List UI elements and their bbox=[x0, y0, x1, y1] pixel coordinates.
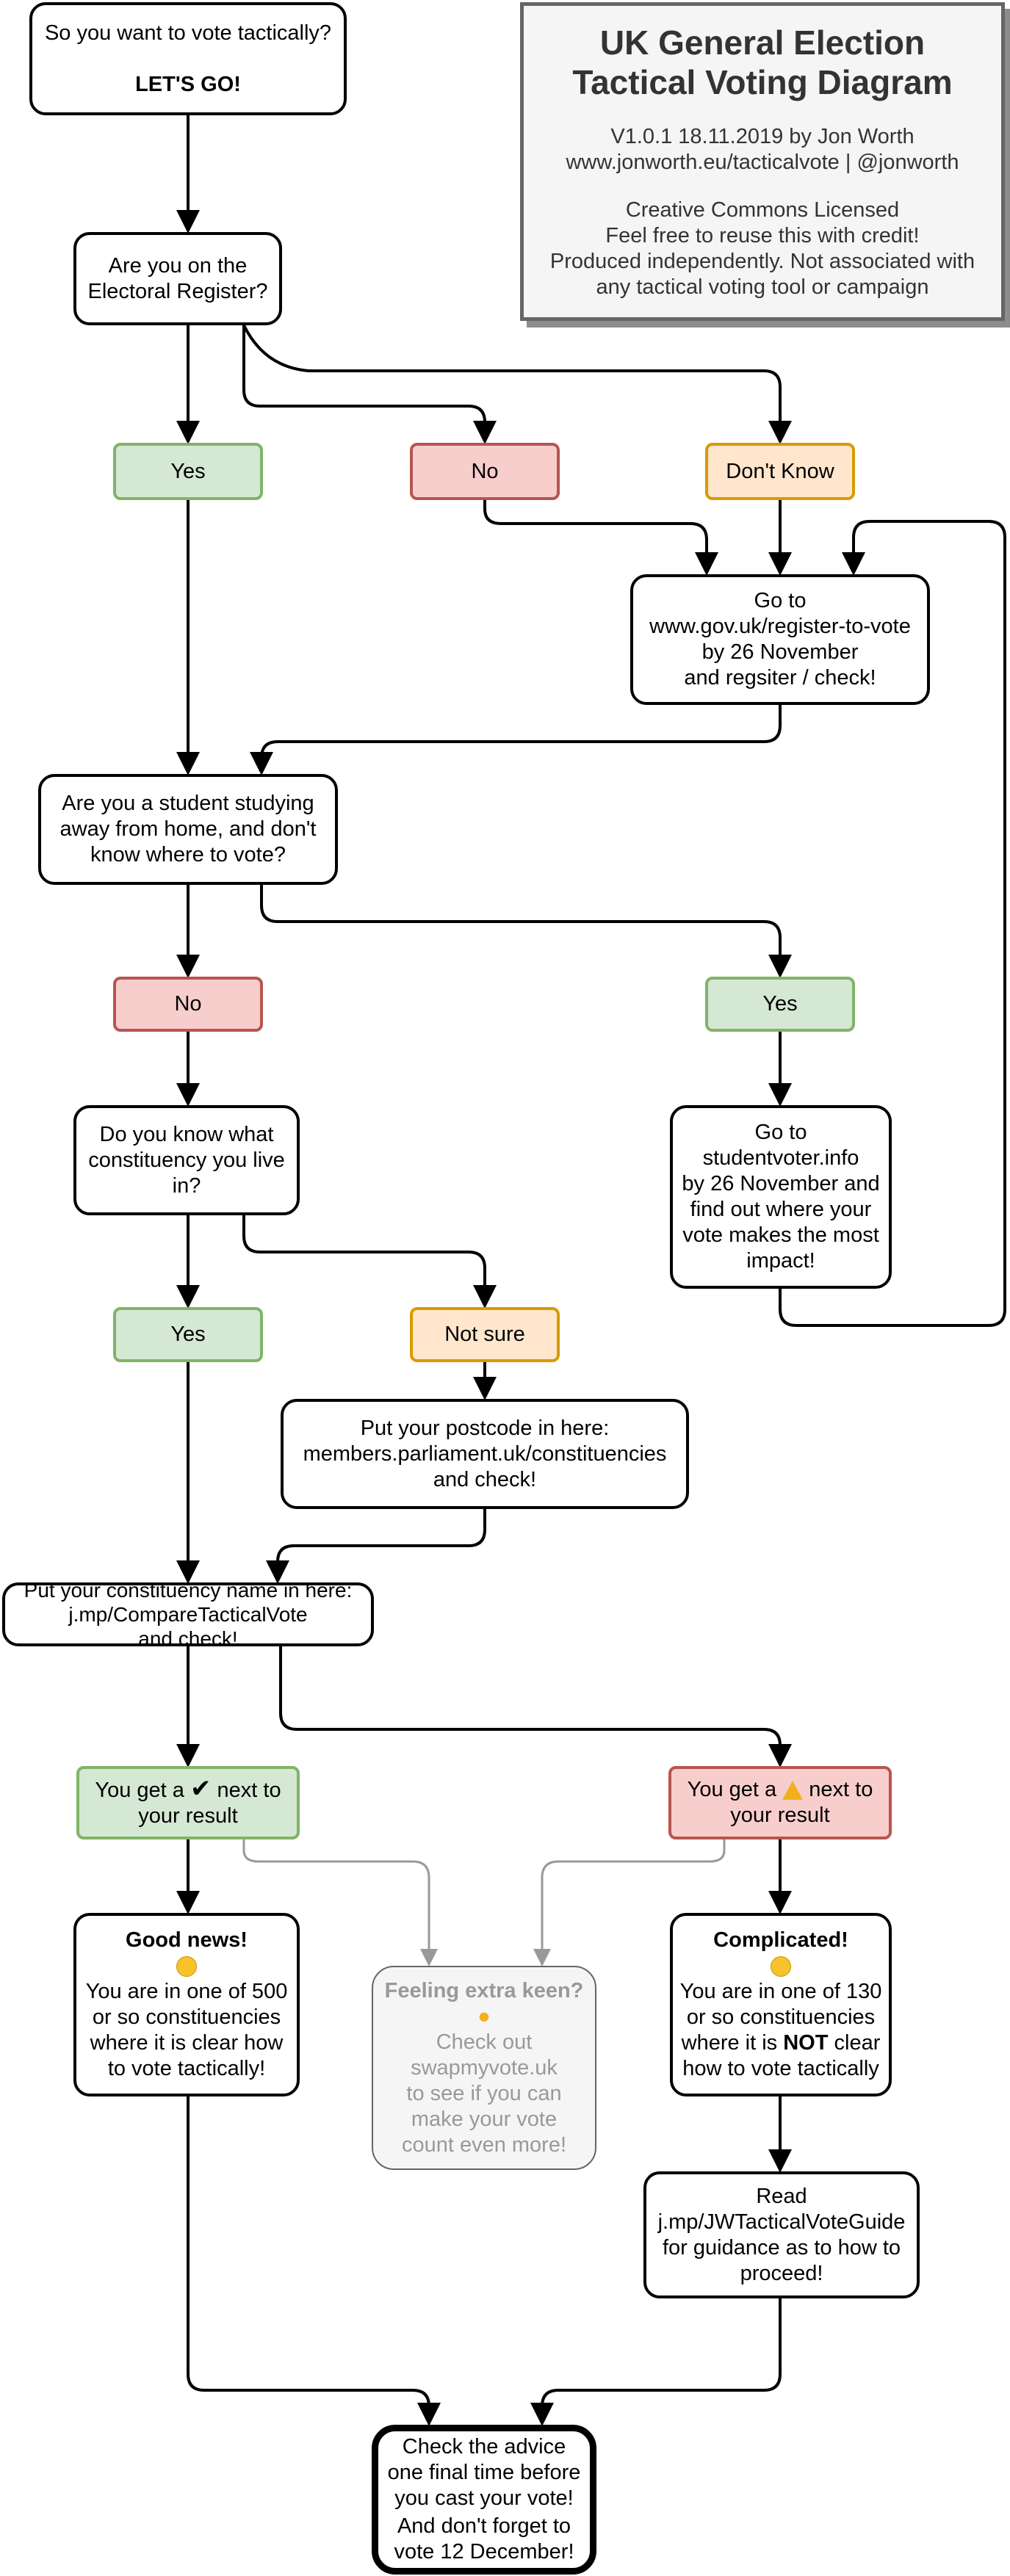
student-no-option: No bbox=[113, 977, 263, 1032]
register-dont-know-option: Don't Know bbox=[705, 443, 855, 500]
arrow-register-to-no bbox=[242, 325, 497, 444]
arrow-warning-result-to-extra-keen bbox=[533, 1839, 726, 1967]
warning-result-option: You get a next to your result bbox=[668, 1766, 892, 1839]
author-url-line: www.jonworth.eu/tacticalvote | @jonworth bbox=[566, 151, 959, 174]
diagram-title-line-1: UK General Election bbox=[599, 23, 926, 62]
compare-tactical-vote-action: Put your constituency name in here: j.mp… bbox=[2, 1579, 374, 1650]
register-yes-option: Yes bbox=[113, 443, 263, 500]
arrow-student-action-loop-to-register-action bbox=[779, 520, 1006, 1327]
constituency-yes-option: Yes bbox=[113, 1307, 263, 1362]
flexed-biceps-icon: ● bbox=[477, 2004, 491, 2028]
postcode-lookup-action: Put your postcode in here: members.parli… bbox=[281, 1399, 689, 1509]
arrow-check-result-to-extra-keen bbox=[242, 1839, 438, 1967]
student-question: Are you a student studying away from hom… bbox=[38, 774, 338, 885]
arrow-good-news-to-final bbox=[187, 2096, 441, 2426]
license-line-2: Feel free to reuse this with credit! bbox=[605, 224, 920, 247]
license-line-1: Creative Commons Licensed bbox=[625, 198, 900, 222]
arrow-student-q-to-yes bbox=[260, 885, 792, 978]
complicated-node: Complicated! You are in one of 130 or so… bbox=[670, 1913, 892, 2096]
constituency-not-sure-option: Not sure bbox=[410, 1307, 560, 1362]
feeling-extra-keen-node: Feeling extra keen? ● Check out swapmyvo… bbox=[372, 1966, 596, 2170]
start-node: So you want to vote tactically? LET'S GO… bbox=[29, 2, 347, 115]
smiling-face-icon bbox=[176, 1956, 197, 1978]
diagram-title-line-2: Tactical Voting Diagram bbox=[572, 63, 953, 101]
tactical-vote-guide-action: Read j.mp/JWTacticalVoteGuide for guidan… bbox=[643, 2171, 920, 2298]
good-news-node: Good news! You are in one of 500 or so c… bbox=[73, 1913, 300, 2096]
license-line-4: any tactical voting tool or campaign bbox=[596, 275, 929, 299]
thinking-face-icon bbox=[771, 1956, 791, 1978]
arrow-postcode-action-to-compare-action bbox=[266, 1509, 486, 1584]
check-mark-result-option: You get a ✔ next to your result bbox=[76, 1766, 300, 1839]
constituency-question: Do you know what constituency you live i… bbox=[73, 1105, 300, 1215]
check-mark-icon: ✔ bbox=[190, 1775, 212, 1803]
arrow-register-to-dontknow bbox=[242, 325, 792, 444]
warning-icon bbox=[782, 1781, 804, 1801]
arrow-guide-to-final bbox=[530, 2298, 782, 2426]
version-line: V1.0.1 18.11.2019 by Jon Worth bbox=[610, 125, 915, 148]
studentvoter-action: Go to studentvoter.info by 26 November a… bbox=[670, 1105, 892, 1289]
student-yes-option: Yes bbox=[705, 977, 855, 1032]
final-check-node: Check the advice one final time before y… bbox=[372, 2425, 596, 2575]
license-line-3: Produced independently. Not associated w… bbox=[549, 250, 975, 273]
arrow-register-action-to-student-q bbox=[250, 705, 782, 775]
arrow-no-to-register-action bbox=[483, 500, 718, 576]
arrow-constituency-q-to-notsure bbox=[242, 1215, 497, 1309]
arrow-compare-action-to-warning-result bbox=[279, 1646, 792, 1768]
register-to-vote-action: Go to www.gov.uk/register-to-vote by 26 … bbox=[630, 574, 930, 705]
electoral-register-question: Are you on the Electoral Register? bbox=[73, 232, 282, 325]
info-panel: UK General Election Tactical Voting Diag… bbox=[520, 2, 1005, 321]
register-no-option: No bbox=[410, 443, 560, 500]
